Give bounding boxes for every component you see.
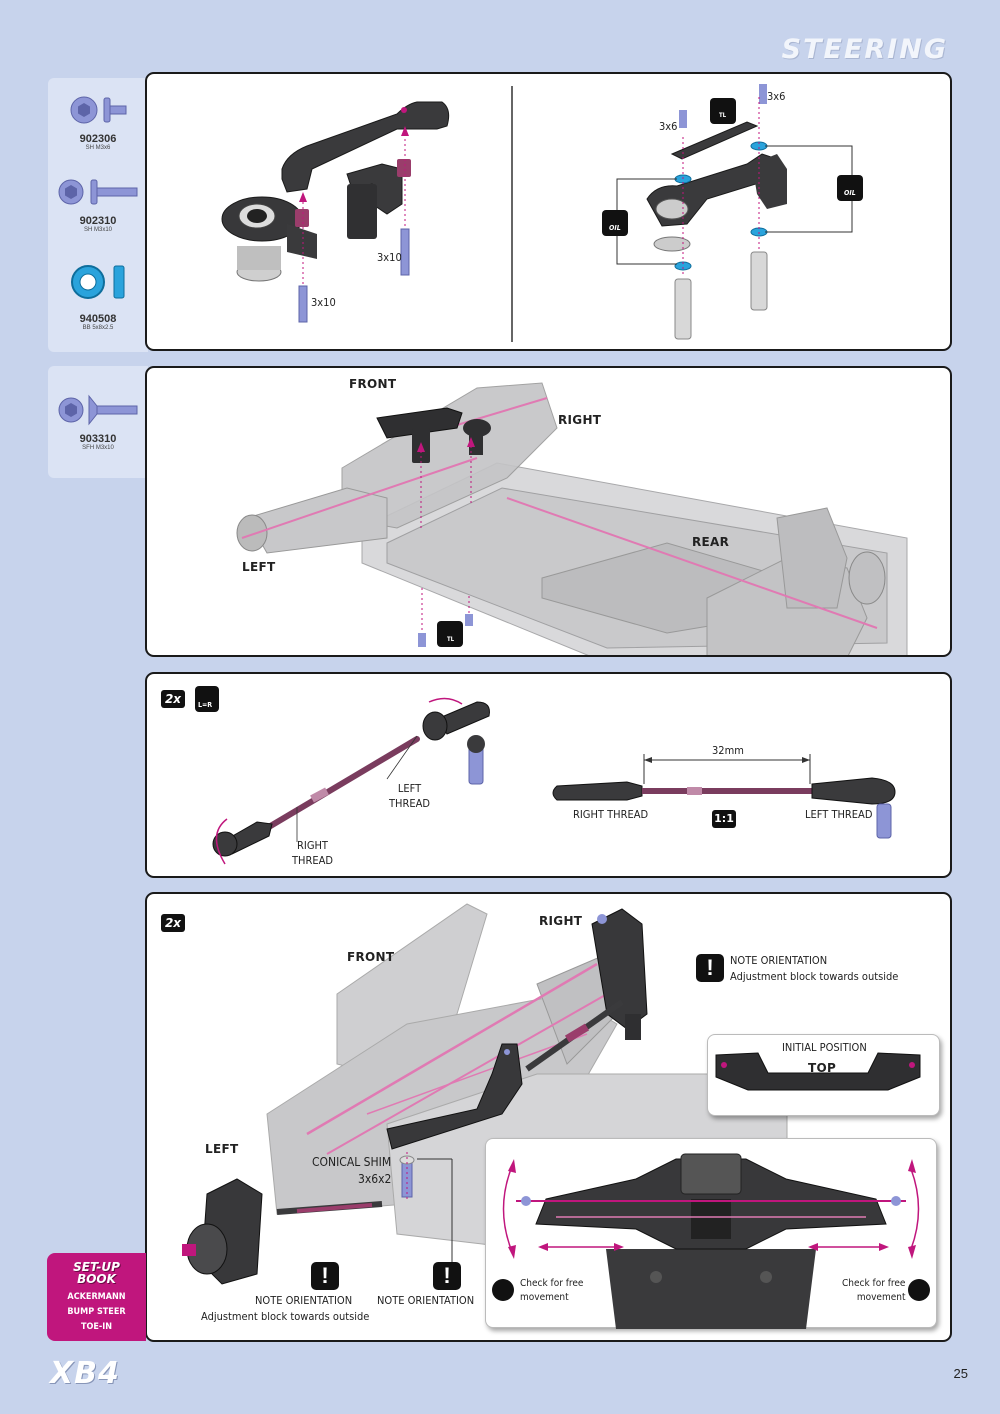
- left-thread-label: LEFT THREAD: [805, 808, 873, 821]
- part-desc: SH M3x6: [85, 145, 111, 151]
- note-title: NOTE ORIENTATION: [255, 1294, 353, 1307]
- warning-icon: !: [433, 1262, 461, 1290]
- direction-front: FRONT: [347, 950, 395, 964]
- page-title: STEERING: [781, 34, 948, 65]
- step-panel-4: 2x RIGHT FRONT LEFT ! NOTE O: [145, 892, 952, 1342]
- page-number: 25: [953, 1366, 968, 1381]
- part-902310: 902310 SH M3x10: [48, 174, 148, 233]
- quantity-badge: 2x: [161, 690, 185, 708]
- right-thread-label: RIGHT THREAD: [573, 808, 649, 821]
- check-free-movement-left: Check for free movement: [520, 1278, 584, 1303]
- setup-book-title: SET-UP BOOK: [73, 1260, 120, 1286]
- brand-logo: XB4: [50, 1356, 120, 1391]
- initial-position-label: INITIAL POSITION: [782, 1041, 867, 1054]
- ratio-badge: 1:1: [712, 810, 736, 828]
- setup-item-ackermann: ACKERMANN: [67, 1292, 126, 1302]
- setup-book-items: ACKERMANN BUMP STEER TOE-IN: [47, 1290, 146, 1335]
- left-thread-label: LEFT THREAD: [389, 782, 431, 810]
- part-desc: SH M3x10: [83, 227, 112, 233]
- threadlock-icon: [437, 621, 463, 647]
- threadlock-icon: [710, 98, 736, 124]
- part-desc: SFH M3x10: [82, 445, 114, 451]
- step1-illustration: [221, 84, 853, 342]
- threadlock-label: TL: [719, 112, 727, 119]
- front-view-illustration: [502, 1153, 920, 1329]
- dimension-label: 32mm: [712, 744, 744, 757]
- step3-turnbuckle-illustration: [212, 697, 896, 865]
- direction-right: RIGHT: [558, 413, 602, 427]
- part-903310: 903310 SFH M3x10: [48, 392, 148, 451]
- step2-chassis-illustration: [236, 382, 908, 655]
- oil-label: OIL: [609, 224, 621, 232]
- left-right-label: L=R: [198, 701, 213, 709]
- parts-sidebar-1: 902306 SH M3x6 902310 SH M3x10 940508 BB…: [48, 78, 148, 352]
- setup-book-tab: SET-UP BOOK ACKERMANN BUMP STEER TOE-IN: [47, 1253, 146, 1341]
- screw-icon: [70, 96, 127, 124]
- oil-icon: [837, 175, 863, 201]
- warning-icon: !: [311, 1262, 339, 1290]
- oil-icon: [602, 210, 628, 236]
- free-movement-icon: [492, 1279, 514, 1301]
- screw-label: 3x10: [377, 251, 402, 264]
- part-desc: BB 5x8x2.5: [82, 325, 114, 331]
- screw-icon: [58, 179, 138, 205]
- screw-icon: [58, 394, 138, 426]
- setup-item-toe-in: TOE-IN: [80, 1322, 113, 1332]
- warning-icon: !: [696, 954, 724, 982]
- part-number: 940508: [79, 313, 117, 325]
- initial-position-inset: INITIAL POSITION TOP: [707, 1034, 940, 1116]
- direction-right: RIGHT: [539, 914, 583, 928]
- part-940508: 940508 BB 5x8x2.5: [48, 258, 148, 331]
- setup-item-bump-steer: BUMP STEER: [67, 1307, 126, 1317]
- part-number: 902310: [79, 215, 117, 227]
- screw-label: 3x6: [767, 90, 786, 103]
- right-thread-label: RIGHT THREAD: [292, 839, 334, 867]
- screw-label: 3x10: [311, 296, 336, 309]
- note-subtitle: Adjustment block towards outside: [730, 970, 899, 983]
- parts-sidebar-2: 903310 SFH M3x10: [48, 366, 148, 478]
- quantity-badge: 2x: [161, 914, 185, 932]
- screw-label: 3x6: [659, 120, 678, 133]
- part-902306: 902306 SH M3x6: [48, 92, 148, 151]
- direction-left: LEFT: [205, 1142, 239, 1156]
- top-label: TOP: [808, 1061, 837, 1075]
- conical-shim-size: 3x6x2: [358, 1172, 392, 1186]
- note-title: NOTE ORIENTATION: [377, 1294, 475, 1307]
- steering-arm-icon: [715, 1052, 921, 1091]
- direction-front: FRONT: [349, 377, 397, 391]
- direction-rear: REAR: [692, 535, 730, 549]
- free-movement-icon: [908, 1279, 930, 1301]
- note-title: NOTE ORIENTATION: [730, 954, 828, 967]
- step-panel-3: 2x L=R LEFT THREAD RIGHT THREAD 32mm RIG…: [145, 672, 952, 878]
- part-number: 902306: [79, 133, 117, 145]
- step-panel-1: 3x10 3x10 3x6 3x6 TL OIL OIL: [145, 72, 952, 351]
- threadlock-label: TL: [447, 636, 455, 643]
- check-free-movement-right: Check for free movement: [842, 1278, 906, 1303]
- free-movement-inset: Check for free movement Check for free m…: [485, 1138, 937, 1329]
- part-number: 903310: [79, 433, 117, 445]
- step-panel-2: FRONT RIGHT REAR LEFT TL: [145, 366, 952, 657]
- conical-shim-label: CONICAL SHIM: [312, 1155, 392, 1169]
- bearing-icon: [71, 265, 125, 299]
- note-subtitle: Adjustment block towards outside: [201, 1310, 370, 1323]
- left-right-icon: [195, 686, 219, 712]
- direction-left: LEFT: [242, 560, 276, 574]
- oil-label: OIL: [844, 189, 856, 197]
